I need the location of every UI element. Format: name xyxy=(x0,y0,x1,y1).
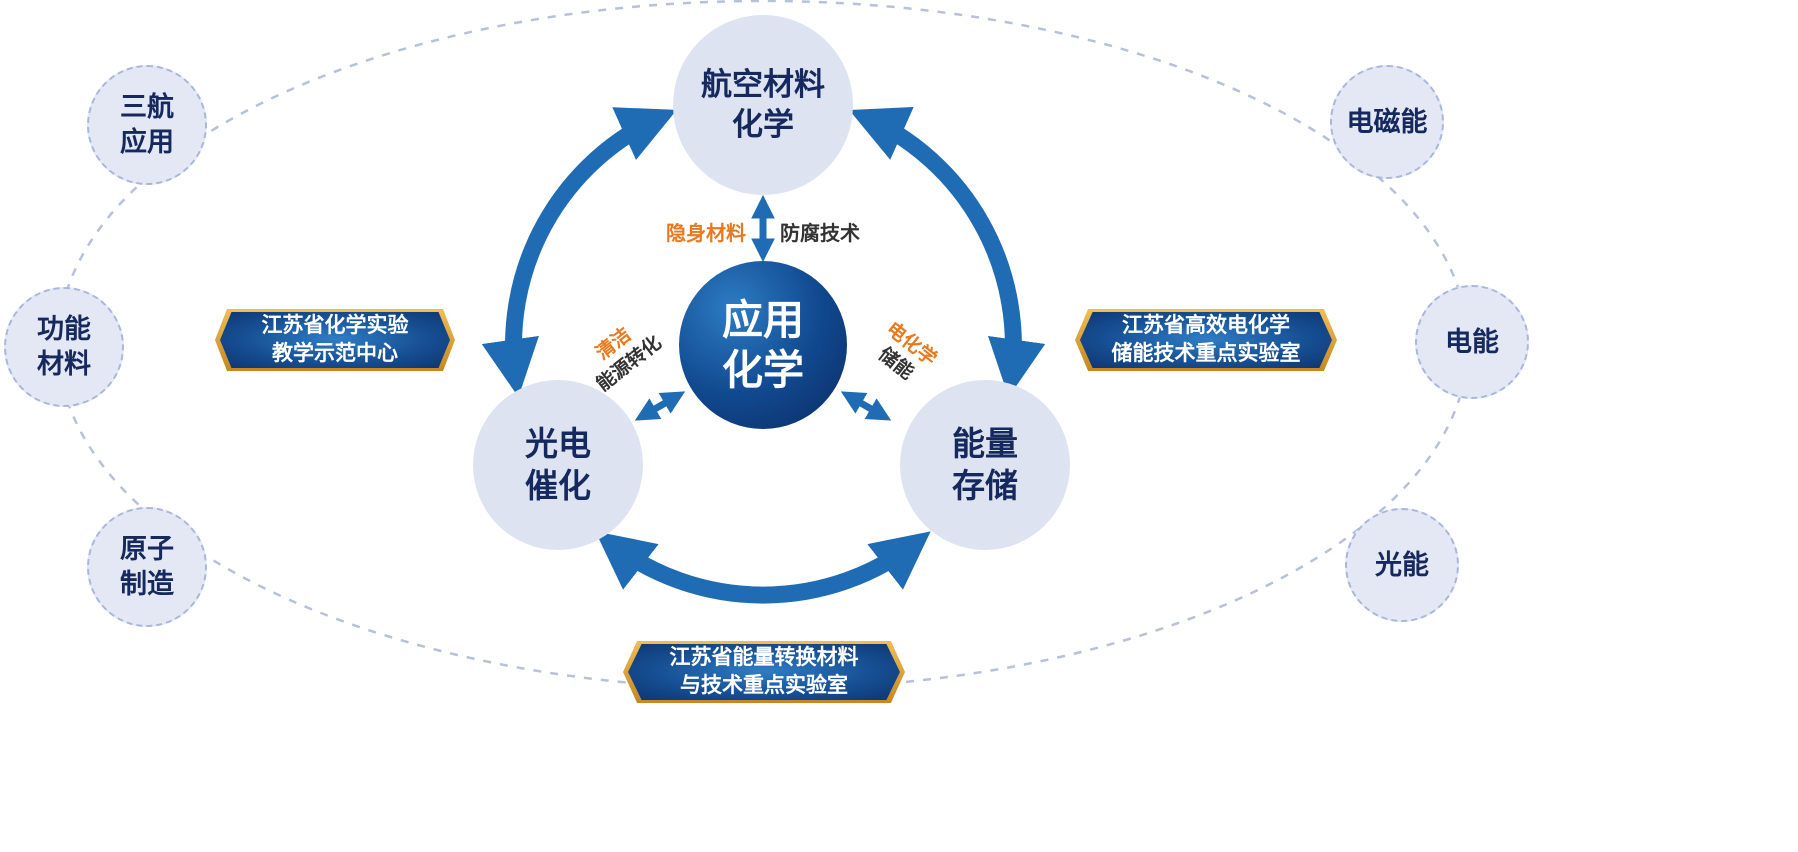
satellite-label: 电能 xyxy=(1445,326,1499,357)
satellite-label: 材料 xyxy=(37,349,91,379)
satellite-label: 应用 xyxy=(120,127,174,157)
satellite-functional-materials: 功能 材料 xyxy=(4,287,124,407)
node-label: 存储 xyxy=(952,467,1018,504)
satellite-label: 原子 xyxy=(120,534,174,565)
node-label: 化学 xyxy=(732,107,794,142)
connector-label-stealth-materials: 隐身材料 xyxy=(666,223,746,245)
ribbon-text: 江苏省化学实验 教学示范中心 xyxy=(215,309,455,371)
node-label: 航空材料 xyxy=(701,66,825,102)
node-label: 光电 xyxy=(525,424,591,462)
center-left-doublearrow-icon xyxy=(634,391,686,421)
satellite-atomic-manufacturing: 原子 制造 xyxy=(87,507,207,627)
ribbon-line: 江苏省化学实验 xyxy=(261,313,409,337)
cycle-arrow-bottom-icon xyxy=(595,531,931,604)
cycle-arrow-right-icon xyxy=(849,107,1046,398)
node-energy-storage: 能量 存储 xyxy=(900,380,1070,550)
cycle-arrow-left-icon xyxy=(481,107,677,398)
ribbon-text: 江苏省高效电化学 储能技术重点实验室 xyxy=(1075,309,1337,371)
ribbon-line: 江苏省高效电化学 xyxy=(1122,313,1290,337)
satellite-electromagnetic-energy: 电磁能 xyxy=(1330,65,1444,179)
center-right-doublearrow-icon xyxy=(840,391,892,421)
ribbon-energy-conversion-lab: 江苏省能量转换材料 与技术重点实验室 xyxy=(623,641,905,703)
satellite-label: 制造 xyxy=(120,569,174,599)
satellite-electric-energy: 电能 xyxy=(1415,285,1529,399)
node-aviation-materials-chemistry: 航空材料 化学 xyxy=(673,15,853,195)
ribbon-body xyxy=(220,312,450,368)
satellite-label: 光能 xyxy=(1375,549,1429,580)
node-label: 催化 xyxy=(525,467,591,504)
ribbon-line: 与技术重点实验室 xyxy=(680,674,848,697)
ribbon-line: 教学示范中心 xyxy=(272,342,398,365)
ribbon-body xyxy=(628,644,900,700)
center-node-label: 应用 xyxy=(722,296,804,343)
satellite-light-energy: 光能 xyxy=(1345,508,1459,622)
ribbon-line: 储能技术重点实验室 xyxy=(1111,342,1301,365)
satellite-label: 电磁能 xyxy=(1346,106,1428,137)
center-node-label: 化学 xyxy=(722,347,804,393)
satellite-three-aviation-applications: 三航 应用 xyxy=(87,65,207,185)
node-photoelectric-catalysis: 光电 催化 xyxy=(473,380,643,550)
satellite-label: 三航 xyxy=(120,92,174,123)
connector-label-anticorrosion-tech: 防腐技术 xyxy=(780,223,860,245)
satellite-label: 功能 xyxy=(37,314,91,345)
ribbon-text: 江苏省能量转换材料 与技术重点实验室 xyxy=(623,641,905,703)
node-label: 能量 xyxy=(952,424,1018,462)
ribbon-chemistry-teaching-center: 江苏省化学实验 教学示范中心 xyxy=(215,309,455,371)
ribbon-electrochemical-storage-lab: 江苏省高效电化学 储能技术重点实验室 xyxy=(1075,309,1337,371)
center-node-applied-chemistry: 应用 化学 xyxy=(679,261,847,429)
ribbon-line: 江苏省能量转换材料 xyxy=(669,645,859,669)
ribbon-body xyxy=(1080,312,1332,368)
